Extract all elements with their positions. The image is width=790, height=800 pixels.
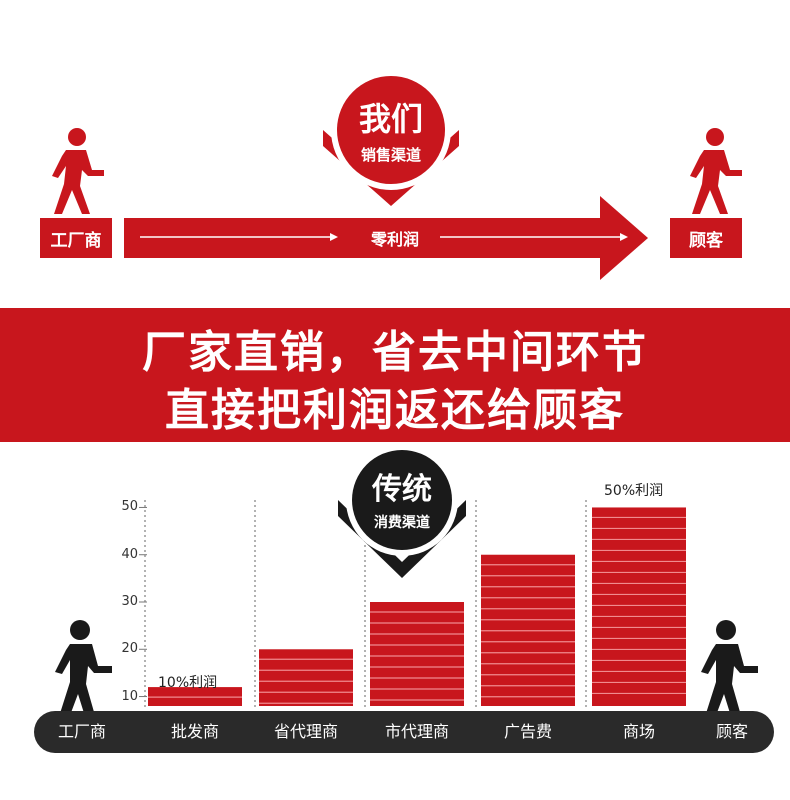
bottom-right-label: 顾客 [715, 722, 748, 741]
annotation-wholesaler: 10%利润 [158, 675, 218, 691]
promo-banner: 厂家直销，省去中间环节 直接把利润返还给顾客 [0, 308, 790, 442]
bar-市代理商 [370, 602, 464, 706]
y-tick-label: 50 [121, 499, 138, 515]
channel-cost-chart [55, 444, 758, 726]
walking-person-icon [701, 620, 758, 726]
y-tick-label: 30 [121, 594, 138, 609]
bar-省代理商 [259, 649, 353, 706]
bottom-badge-title: 传统 [372, 472, 432, 507]
top-badge-subtitle: 销售渠道 [360, 146, 421, 164]
top-middle-label: 零利润 [370, 230, 419, 249]
y-tick-label: 20 [121, 641, 138, 657]
category-label: 商场 [622, 722, 655, 741]
category-label: 市代理商 [384, 722, 449, 741]
banner-line-2: 直接把利润返还给顾客 [165, 385, 625, 436]
y-tick-label: 40 [121, 546, 138, 562]
top-badge-title: 我们 [358, 100, 423, 138]
chevron-down-badge-icon [338, 444, 466, 578]
top-left-label: 工厂商 [40, 218, 112, 258]
channel-bar [34, 711, 774, 753]
category-label: 批发商 [170, 722, 219, 741]
walking-person-icon [690, 128, 742, 214]
y-tick-label: 10 [121, 688, 138, 704]
chevron-down-badge-icon [323, 70, 459, 206]
walking-person-icon [52, 128, 104, 214]
bar-商场 [592, 507, 686, 706]
bottom-badge-subtitle: 消费渠道 [374, 515, 430, 531]
top-right-label: 顾客 [670, 218, 742, 258]
category-label: 广告费 [503, 722, 552, 741]
top-flow-graphic [52, 70, 742, 280]
walking-person-icon [55, 620, 112, 726]
bottom-left-label: 工厂商 [57, 722, 106, 741]
category-label: 省代理商 [273, 722, 338, 741]
annotation-mall: 50%利润 [604, 483, 664, 499]
banner-line-1: 厂家直销，省去中间环节 [142, 327, 648, 378]
